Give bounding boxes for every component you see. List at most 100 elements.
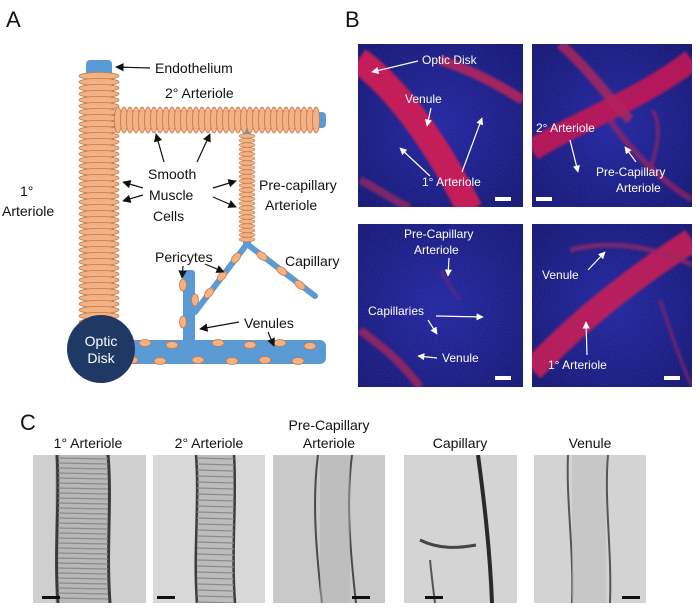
muscle-band (196, 481, 235, 484)
muscle-band (196, 595, 235, 598)
vessel-titles: 1° Arteriole 2° Arteriole Pre-CapillaryArt… (54, 417, 612, 451)
muscle-band (57, 502, 109, 505)
muscle-label: Muscle (149, 187, 194, 203)
muscle-band (196, 583, 235, 586)
smooth-muscle-ring (238, 210, 256, 216)
pre-capillary-label-1: Pre-capillary (259, 177, 337, 193)
micrograph-top-left: Optic Disk Venule 1° Arteriole (358, 44, 523, 207)
primary-arteriole-muscle (78, 72, 120, 326)
muscle-band (196, 535, 235, 538)
muscle-band (196, 547, 235, 550)
pre-capillary-title-line-1: Pre-Capillary (289, 417, 370, 433)
brightfield-pre-capillary (273, 455, 385, 603)
muscle-band (196, 463, 235, 466)
muscle-band (196, 499, 235, 502)
smooth-muscle-ring (238, 232, 256, 238)
smooth-muscle-ring (238, 174, 256, 180)
muscle-band (196, 493, 235, 496)
smooth-muscle-ring (238, 192, 256, 198)
bl-pre-capillary-label-1: Pre-Capillary (404, 227, 473, 241)
muscle-band (57, 527, 109, 530)
smooth-muscle-ring (238, 151, 256, 157)
endothelium-label: Endothelium (155, 60, 233, 76)
muscle-band (57, 537, 109, 540)
muscle-band (57, 552, 109, 555)
muscle-band (57, 467, 109, 470)
optic-disk-label-2: Disk (87, 350, 115, 366)
smooth-muscle-ring (238, 237, 256, 243)
muscle-band (57, 567, 109, 570)
tl-venule-label: Venule (405, 92, 442, 106)
muscle-band (196, 475, 235, 478)
smooth-label: Smooth (148, 166, 196, 182)
muscle-band (196, 601, 235, 603)
smooth-muscle-ring (238, 147, 256, 153)
muscle-band (57, 587, 109, 590)
muscle-band (196, 565, 235, 568)
capillary-label: Capillary (285, 253, 339, 269)
muscle-band (57, 507, 109, 510)
muscle-band (57, 497, 109, 500)
muscle-band (196, 541, 235, 544)
smooth-muscle-ring (238, 169, 256, 175)
muscle-band (57, 517, 109, 520)
pre-capillary-label-2: Arteriole (265, 197, 317, 213)
tr-pre-capillary-label-1: Pre-Capillary (596, 165, 665, 179)
muscle-band (57, 542, 109, 545)
secondary-arteriole-label: 2° Arteriole (165, 85, 234, 101)
panel-letter-b: B (345, 7, 360, 32)
smooth-muscle-ring (238, 142, 256, 148)
tl-primary-arteriole-label: 1° Arteriole (422, 175, 481, 189)
smooth-muscle-ring (238, 156, 256, 162)
venules-label: Venules (244, 315, 294, 331)
bl-capillaries-label: Capillaries (368, 304, 424, 318)
muscle-band (196, 553, 235, 556)
pericytes-arrow-1 (178, 265, 187, 279)
endothelium-arrow (115, 63, 151, 72)
venules-arrow-1 (199, 321, 240, 332)
brightfield-capillary (404, 455, 517, 603)
muscle-band (57, 477, 109, 480)
smooth-muscle-ring (238, 160, 256, 166)
primary-arteriole-title-line-1: 1° Arteriole (54, 435, 123, 451)
vessel-schematic: Optic Disk (67, 60, 326, 383)
muscle-band (196, 511, 235, 514)
muscle-band (196, 577, 235, 580)
muscle-band (196, 571, 235, 574)
muscle-band (196, 589, 235, 592)
muscle-band (57, 577, 109, 580)
micrograph-bottom-left: Pre-Capillary Arteriole Capillaries Venu… (358, 224, 523, 387)
muscle-band (57, 492, 109, 495)
primary-arteriole-label-2: Arteriole (2, 203, 54, 219)
pre-capillary-title-line-2: Arteriole (303, 435, 355, 451)
tr-pre-capillary-label-2: Arteriole (616, 181, 661, 195)
muscle-band (196, 457, 235, 460)
brightfield-venule (534, 455, 646, 603)
tl-optic-disk-label: Optic Disk (422, 53, 478, 67)
pericytes-arrow-2 (204, 263, 225, 273)
muscle-band (57, 597, 109, 600)
smooth-muscle-ring (238, 219, 256, 225)
muscle-band (196, 517, 235, 520)
smooth-muscle-ring (238, 228, 256, 234)
smooth-muscle-ring (238, 165, 256, 171)
muscle-band (57, 512, 109, 515)
muscle-band (57, 592, 109, 595)
smooth-muscle-ring (238, 138, 256, 144)
venule-title-line-1: Venule (569, 435, 612, 451)
smooth-muscle-ring (238, 187, 256, 193)
muscle-band (196, 523, 235, 526)
secondary-arteriole-title-line-1: 2° Arteriole (175, 435, 244, 451)
muscle-band (57, 572, 109, 575)
bl-venule-label: Venule (442, 351, 479, 365)
muscle-band (196, 469, 235, 472)
muscle-band (196, 487, 235, 490)
smooth-muscle-ring (238, 183, 256, 189)
pericytes (179, 251, 306, 329)
muscle-band (57, 462, 109, 465)
bl-pre-capillary-label-2: Arteriole (414, 243, 459, 257)
muscle-band (57, 472, 109, 475)
muscle-band (196, 559, 235, 562)
